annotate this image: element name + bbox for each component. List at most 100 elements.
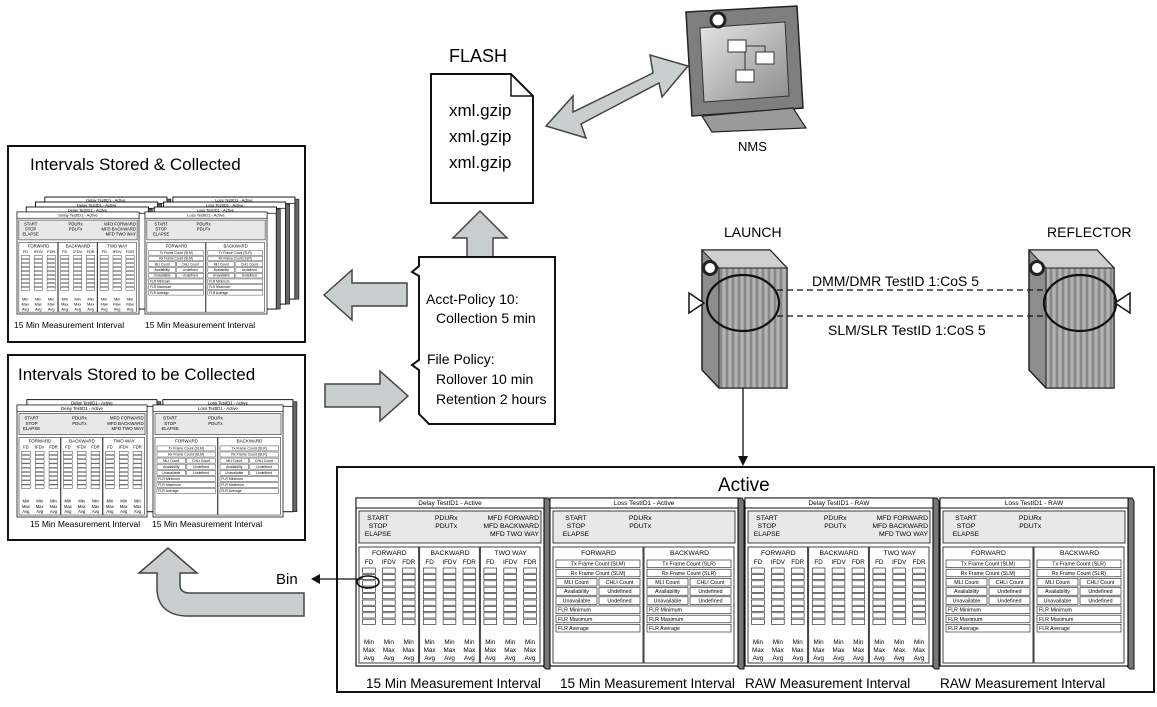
panel-header-left: START (163, 416, 178, 421)
delay-stat-label: Avg (485, 655, 496, 662)
flr-row-label: FLR Average (1039, 626, 1070, 632)
delay-col-label: IFDV (892, 559, 907, 566)
bin-cell (86, 259, 95, 263)
delay-stat-label: Max (120, 504, 129, 509)
active-panel-caption: RAW Measurement Interval (745, 676, 910, 691)
bin-cell (811, 586, 826, 593)
loss-pair-left (555, 578, 598, 587)
panel-tab-label: Delay TestID1 - RAW (808, 500, 870, 507)
bin-cell (86, 255, 95, 259)
loss-pair-left (156, 457, 186, 464)
bin-cell (63, 459, 73, 464)
delay-group-label: FORWARD (28, 243, 49, 248)
active-panel: Active Delay TestID1 - ActiveSTARTSTOPEL… (336, 466, 1155, 693)
delay-stat-label: Avg (134, 509, 142, 514)
delay-stat-label: Min (101, 296, 107, 301)
bin-cell (60, 279, 70, 283)
delay-stat-label: Max (752, 647, 765, 654)
bin-cell (362, 612, 376, 619)
bin-cell (112, 263, 122, 267)
bin-cell (77, 455, 87, 460)
bin-cell (851, 580, 866, 587)
delay-stat-label: Avg (772, 655, 783, 662)
flash-storage: FLASH xml.gzip xml.gzip xml.gzip (430, 46, 534, 204)
bin-cell (105, 480, 115, 485)
loss-pair-left (219, 463, 249, 470)
delay-stat-label: Min (425, 639, 436, 646)
loss-row-label: Rx Frame Count (SLR) (231, 453, 267, 457)
delay-col-label: FDR (402, 559, 415, 566)
bin-cell (21, 451, 31, 455)
bin-cell (21, 255, 30, 259)
bin-cell (90, 463, 101, 468)
loss-row (148, 250, 204, 256)
loss-pair-left-label: Unavailable (1044, 598, 1072, 604)
panel-header-mid: PDUTx (629, 523, 652, 530)
loss-row-label: Tx Frame Count (SLM) (571, 562, 625, 568)
bin-cell (105, 484, 115, 489)
bin-cell (46, 279, 56, 283)
active-panel-caption: RAW Measurement Interval (940, 676, 1105, 691)
delay-group-label: BACKWARD (819, 550, 858, 557)
delay-col-label: FDR (91, 445, 100, 450)
bin-cell (112, 279, 122, 283)
delay-stat-label: Min (793, 639, 804, 646)
loss-pair-left-label: Availability (954, 589, 979, 595)
flash-nms-double-arrow (544, 53, 690, 140)
loss-pair-left-label: MLI Count (155, 262, 170, 266)
bin-cell (73, 267, 83, 271)
panel-header-mid: PDUTx (435, 523, 458, 530)
bin-cell (60, 286, 70, 291)
bin-cell (402, 586, 416, 593)
delay-col-label: IFDV (34, 249, 43, 254)
delay-group-box (102, 437, 145, 516)
flr-row-label: FLR Average (649, 626, 680, 632)
bin-cell (362, 618, 376, 625)
bin-cell (382, 612, 396, 619)
bin-cell (90, 451, 101, 455)
bin-cell (483, 567, 497, 574)
bin-cell (33, 271, 43, 275)
flr-row (148, 290, 204, 296)
loss-pair-left-label: MLI Count (1045, 580, 1070, 586)
delay-col-label: FD (23, 249, 28, 254)
loss-row-label: Rx Frame Count (SLM) (168, 453, 204, 457)
reflector-power-icon (1029, 260, 1045, 276)
delay-stat-label: Min (78, 498, 85, 503)
bin-cell (831, 574, 846, 580)
flash-file-3: xml.gzip (449, 153, 511, 172)
delay-col-label: FDR (791, 559, 804, 566)
delay-stat-label: Max (78, 504, 87, 509)
stack-side (294, 198, 300, 300)
nms-computer: NMS (685, 5, 808, 154)
bin-cell (48, 484, 59, 489)
bin-cell (523, 580, 537, 587)
stored-collected-caption-left: 15 Min Measurement Interval (14, 320, 124, 330)
delay-col-label: FDR (133, 445, 142, 450)
loss-row-label: Tx Frame Count (SLR) (1052, 562, 1106, 568)
loss-row (1036, 559, 1122, 568)
bin-cell (872, 599, 886, 606)
panel-tab (355, 497, 545, 509)
delay-stat-label: Avg (101, 306, 108, 311)
bin-cell (771, 612, 785, 619)
bin-cell (851, 618, 866, 625)
delay-stat-label: Max (833, 647, 846, 654)
bin-cell (86, 282, 95, 287)
panel-header-left: STOP (957, 523, 976, 530)
bin-cell (60, 282, 70, 287)
flr-row-label: FLR Maximum (948, 617, 983, 623)
active-title: Active (718, 475, 770, 496)
panel-header-mid: PDURx (72, 416, 88, 421)
delay-stat-label: Avg (894, 655, 905, 662)
delay-group-label: BACKWARD (69, 439, 95, 444)
loss-row (148, 255, 204, 262)
bin-cell (402, 612, 416, 619)
delay-stat-label: Avg (424, 655, 435, 662)
delay-stat-label: Max (36, 504, 45, 509)
loss-pair-left-label: MLI Count (655, 580, 680, 586)
flr-row-label: FLR Maximum (158, 483, 181, 487)
bin-cell (33, 255, 43, 259)
bin-cell (99, 259, 109, 263)
bin-cell (99, 267, 109, 271)
